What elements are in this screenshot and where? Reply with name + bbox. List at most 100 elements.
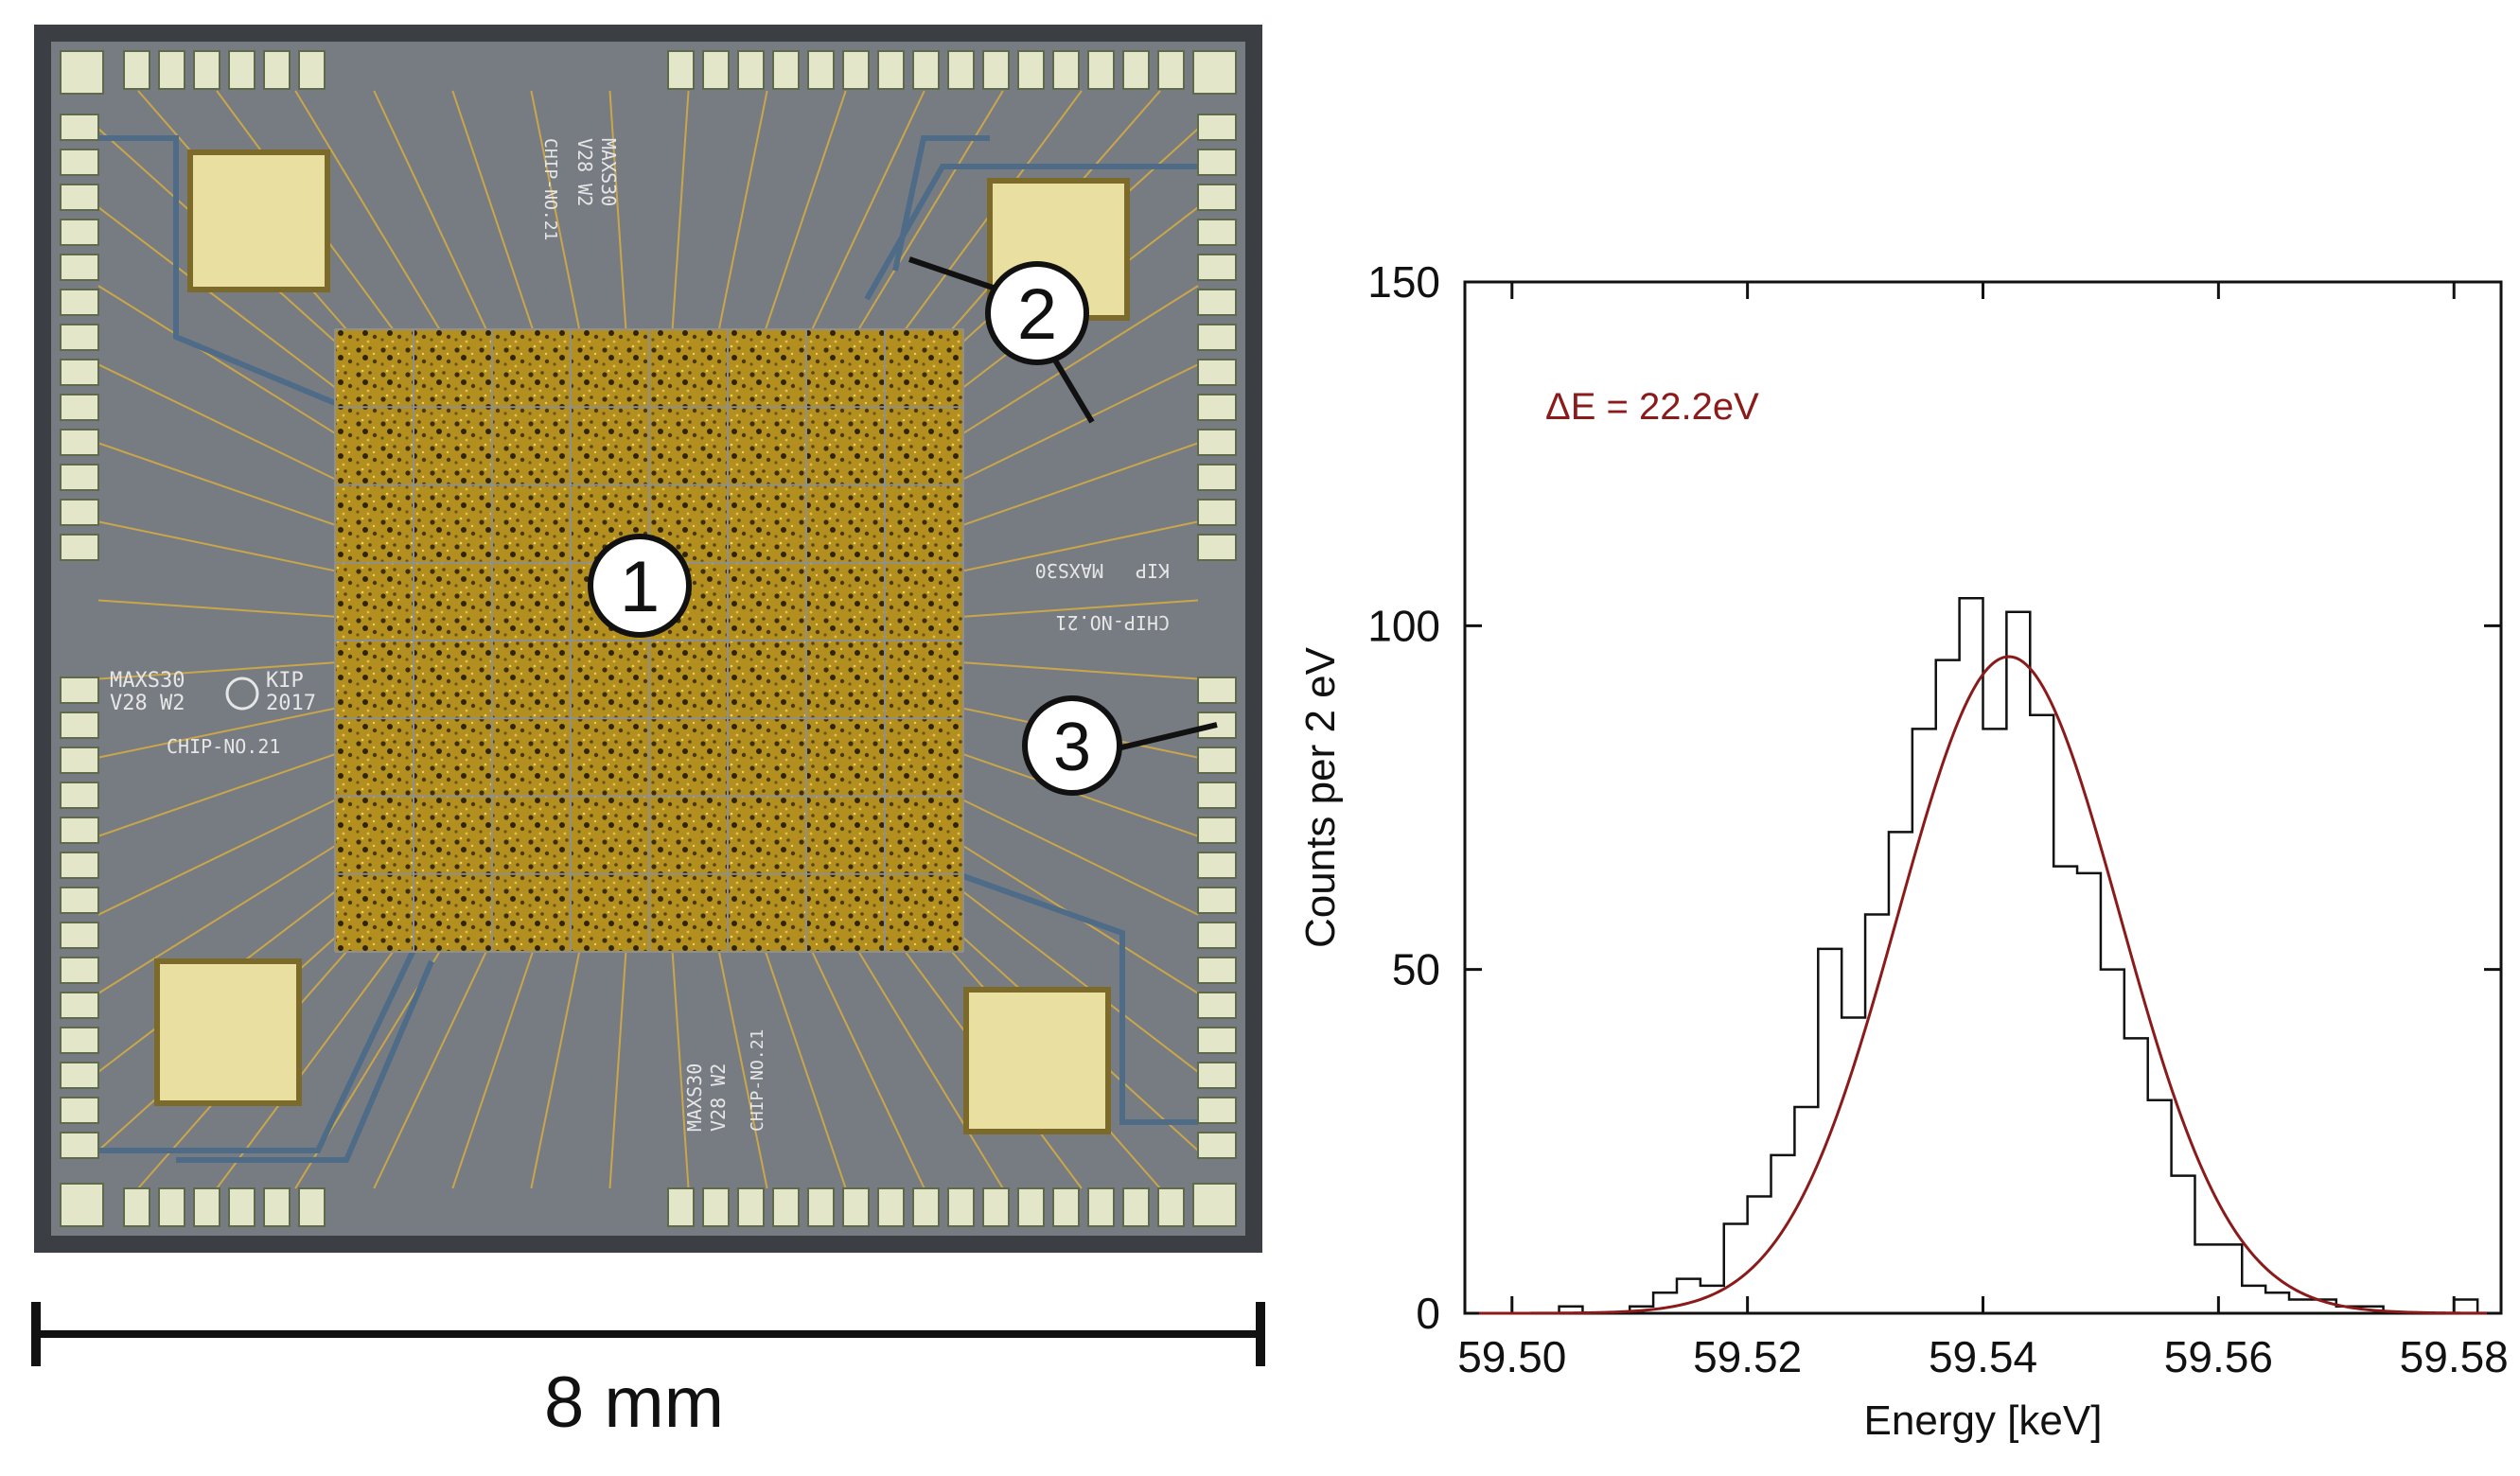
trace [97, 753, 336, 837]
bond-pad [1197, 887, 1237, 914]
bond-pad [60, 922, 99, 949]
trace [811, 951, 925, 1189]
histogram-bin [1960, 598, 1983, 1313]
bond-pad [947, 1187, 975, 1227]
bond-pad-corner [1192, 50, 1237, 95]
bond-pad [1017, 50, 1045, 90]
bond-pad [1052, 50, 1080, 90]
bond-pad [60, 747, 99, 774]
bond-pad [807, 1187, 835, 1227]
bond-pad [298, 50, 326, 90]
bond-pad [1197, 922, 1237, 949]
bond-pad [912, 50, 940, 90]
bond-pad [1197, 1062, 1237, 1089]
bond-pad [737, 1187, 765, 1227]
bond-pad [1197, 747, 1237, 774]
bond-pad [1197, 324, 1237, 351]
histogram-bin [2172, 1176, 2195, 1313]
trace [962, 753, 1199, 837]
bond-pad [807, 50, 835, 90]
bond-pad [1197, 114, 1237, 141]
bond-pad [1197, 817, 1237, 844]
bond-pad [1197, 1027, 1237, 1054]
callout-2: 2 [985, 261, 1089, 365]
bond-pad [1017, 1187, 1045, 1227]
histogram-bin [2053, 867, 2077, 1313]
bond-pad [263, 50, 291, 90]
bond-pad [60, 499, 99, 526]
marking-version: V28 W2 [110, 692, 185, 715]
histogram-bin [1677, 1279, 1701, 1313]
bond-pad [60, 254, 99, 281]
kip-logo [225, 676, 259, 711]
trace [962, 442, 1199, 526]
marking-design: MAXS30 [110, 669, 185, 693]
y-tick-label: 100 [1367, 601, 1440, 650]
bond-pad [123, 50, 150, 90]
bond-pad [1197, 782, 1237, 809]
bond-pad [1122, 50, 1150, 90]
bond-pad [1157, 50, 1185, 90]
bond-pad [1197, 149, 1237, 176]
bias-line [98, 950, 415, 1153]
marking-top: MAXS30 V28 W2 CHIP-NO.21 [540, 138, 620, 240]
bond-pad [60, 1062, 99, 1089]
histogram-bin [2030, 715, 2053, 1313]
bond-pad [1157, 1187, 1185, 1227]
bond-pad [947, 50, 975, 90]
bond-pad [1197, 394, 1237, 421]
bond-pad [60, 676, 99, 704]
pad-square-top-left [187, 149, 330, 292]
bias-line [98, 135, 337, 406]
histogram-bin [1794, 1107, 1818, 1313]
bond-pads [60, 50, 1237, 1227]
trace [962, 363, 1199, 481]
histogram-bin [2454, 1299, 2477, 1313]
bond-pad [702, 1187, 730, 1227]
trace [451, 951, 534, 1189]
callout-2-label: 2 [1017, 274, 1057, 355]
y-tick-label: 50 [1392, 945, 1440, 994]
bond-pad [60, 114, 99, 141]
histogram-bin [1936, 660, 1960, 1313]
bond-pad [1197, 289, 1237, 316]
bond-pad [60, 219, 99, 246]
bond-pad [1052, 1187, 1080, 1227]
bond-pad [60, 817, 99, 844]
x-axis-label: Energy [keV] [1864, 1397, 2103, 1444]
bond-pad [1197, 499, 1237, 526]
bond-pad [60, 992, 99, 1019]
trace [962, 285, 1199, 434]
bond-pad [193, 1187, 220, 1227]
histogram-bin [1912, 729, 1936, 1313]
bond-pad [60, 429, 99, 456]
bond-pad [60, 887, 99, 914]
bond-pad [60, 712, 99, 739]
marking-year: 2017 [266, 692, 316, 715]
bond-pad [60, 464, 99, 491]
chip-die: MAXS30 V28 W2 KIP 2017 CHIP-NO.21 CHIP-N… [34, 25, 1262, 1253]
bond-pad-corner [1192, 1183, 1237, 1227]
callout-3-label: 3 [1053, 710, 1091, 785]
bond-pad [1197, 852, 1237, 879]
trace [671, 90, 690, 330]
gaussian-fit-series [1478, 655, 2488, 1315]
trace [97, 845, 336, 994]
bond-pad [772, 1187, 800, 1227]
trace [608, 90, 627, 330]
bond-pad [60, 782, 99, 809]
marking-lab: KIP [266, 669, 304, 693]
trace [671, 951, 690, 1189]
marking-chip-id-top: CHIP-NO.21 [540, 138, 560, 240]
x-tick-label: 59.58 [2400, 1332, 2509, 1381]
bond-pad [667, 50, 695, 90]
bond-pad [228, 1187, 256, 1227]
histogram-bin [2194, 1244, 2218, 1313]
bias-line [176, 959, 434, 1163]
callout-3: 3 [1022, 695, 1122, 796]
marking-design-bottom: MAXS30 [683, 1063, 706, 1132]
trace [294, 90, 441, 330]
marking-bottom: MAXS30 V28 W2 CHIP-NO.21 [683, 1029, 767, 1132]
